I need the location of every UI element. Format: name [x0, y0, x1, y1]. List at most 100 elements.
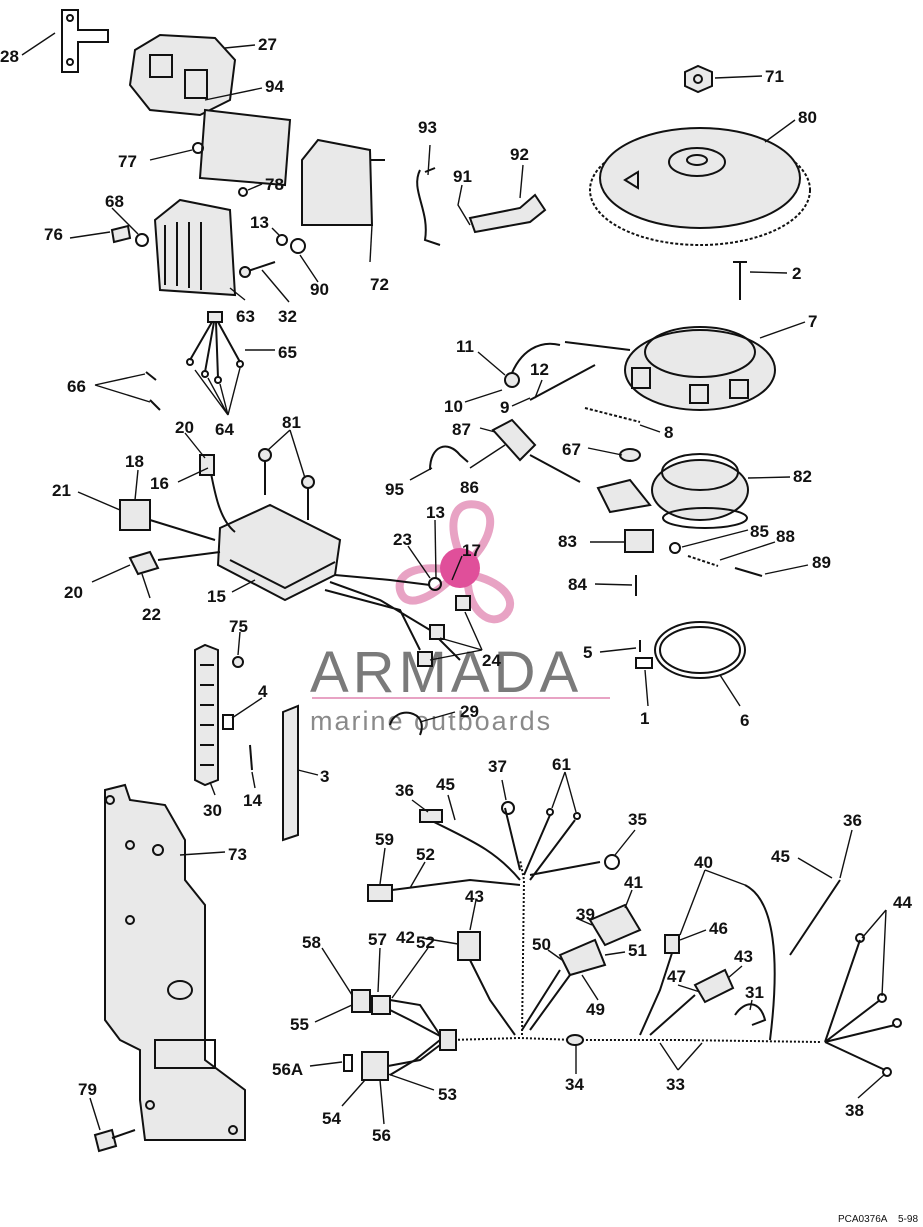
part-83-block [624, 529, 654, 553]
callout-92: 92 [510, 145, 529, 164]
callout-46: 46 [709, 919, 728, 938]
callout-83: 83 [558, 532, 577, 551]
part-59-connector [367, 878, 521, 902]
callout-61: 61 [552, 755, 571, 774]
callout-91: 91 [453, 167, 472, 186]
part-15-power-pack [216, 503, 342, 602]
part-72-ignition-coil [301, 138, 385, 226]
callout-85: 85 [750, 522, 769, 541]
callout-39: 39 [576, 905, 595, 924]
part-40-long-lead [744, 879, 841, 1041]
callout-1: 1 [640, 709, 649, 728]
part-23-nut [428, 577, 442, 591]
callout-78: 78 [265, 175, 284, 194]
callout-82: 82 [793, 467, 812, 486]
part-92-spark-boot [468, 193, 547, 234]
part-89-screw [734, 567, 763, 577]
part-93-spark-boot [416, 167, 441, 246]
callout-72: 72 [370, 275, 389, 294]
part-4-clip [222, 714, 234, 730]
callout-24: 24 [482, 651, 501, 670]
callout-95: 95 [385, 480, 404, 499]
callout-55: 55 [290, 1015, 309, 1034]
callout-13a: 13 [250, 213, 269, 232]
part-13-washer [276, 234, 288, 246]
callout-16: 16 [150, 474, 169, 493]
callout-84: 84 [568, 575, 587, 594]
part-67-grommet [619, 448, 641, 462]
part-88-spring [687, 555, 719, 567]
callout-34: 34 [565, 1075, 584, 1094]
part-16-lead [199, 454, 236, 533]
callout-52b: 52 [416, 933, 435, 952]
callout-89: 89 [812, 553, 831, 572]
part-24-pack-leads [324, 574, 471, 667]
callout-6: 6 [740, 711, 749, 730]
callout-52a: 52 [416, 845, 435, 864]
part-11-sensor-leads [504, 342, 596, 401]
part-63-rectifier [153, 198, 237, 297]
callout-20a: 20 [175, 418, 194, 437]
part-46-connector [639, 934, 680, 1036]
callout-86: 86 [460, 478, 479, 497]
propeller-logo-icon [395, 500, 515, 624]
part-47-connector [649, 968, 735, 1036]
callout-7: 7 [808, 312, 817, 331]
callout-50: 50 [532, 935, 551, 954]
part-8-spring [584, 407, 641, 423]
callout-27: 27 [258, 35, 277, 54]
callout-36b: 36 [843, 811, 862, 830]
callout-75: 75 [229, 617, 248, 636]
callout-71: 71 [765, 67, 784, 86]
part-29-tie-strap [389, 711, 423, 736]
leader-lines [21, 32, 887, 1131]
drawing-page-number: 5-98 [898, 1214, 918, 1225]
callout-56: 56 [372, 1126, 391, 1145]
callout-67: 67 [562, 440, 581, 459]
callout-38: 38 [845, 1101, 864, 1120]
callout-73: 73 [228, 845, 247, 864]
callout-94: 94 [265, 77, 284, 96]
callout-37: 37 [488, 757, 507, 776]
callout-8: 8 [664, 423, 673, 442]
part-14-screw [249, 744, 253, 771]
part-7-stator [564, 326, 776, 411]
callout-3: 3 [320, 767, 329, 786]
watermark-brand: ARMADA [310, 640, 582, 705]
part-73-mount-plate [104, 783, 246, 1141]
part-94-cover [192, 108, 292, 187]
part-90-washer [290, 238, 306, 254]
part-22-temp-switch [128, 550, 221, 576]
callout-58: 58 [302, 933, 321, 952]
callout-28: 28 [0, 47, 19, 66]
part-57-connector [351, 989, 441, 1036]
callout-11: 11 [456, 337, 474, 356]
callout-56a: 56A [272, 1060, 303, 1079]
callout-63: 63 [236, 307, 255, 326]
callout-29: 29 [460, 702, 479, 721]
callout-65: 65 [278, 343, 297, 362]
callout-20b: 20 [64, 583, 83, 602]
callout-17: 17 [462, 541, 481, 560]
callout-14: 14 [243, 791, 262, 810]
callout-40: 40 [694, 853, 713, 872]
part-41-connector [521, 903, 642, 1031]
part-56a-pin [343, 1054, 353, 1072]
callout-87: 87 [452, 420, 471, 439]
callout-13b: 13 [426, 503, 445, 522]
part-78-screw [238, 187, 248, 197]
part-45-lead-wires [419, 801, 620, 881]
part-18-sensor [119, 499, 216, 541]
callout-54: 54 [322, 1109, 341, 1128]
callout-49: 49 [586, 1000, 605, 1019]
part-6-ring [654, 621, 746, 679]
part-68-washer [135, 233, 149, 247]
callout-43a: 43 [465, 887, 484, 906]
callout-32: 32 [278, 307, 297, 326]
part-33-wiring-harness [389, 859, 821, 1076]
part-44-terminal-leads [824, 933, 902, 1077]
part-42-connector [457, 931, 516, 1036]
callout-30: 30 [203, 801, 222, 820]
part-81-screws [258, 448, 315, 520]
